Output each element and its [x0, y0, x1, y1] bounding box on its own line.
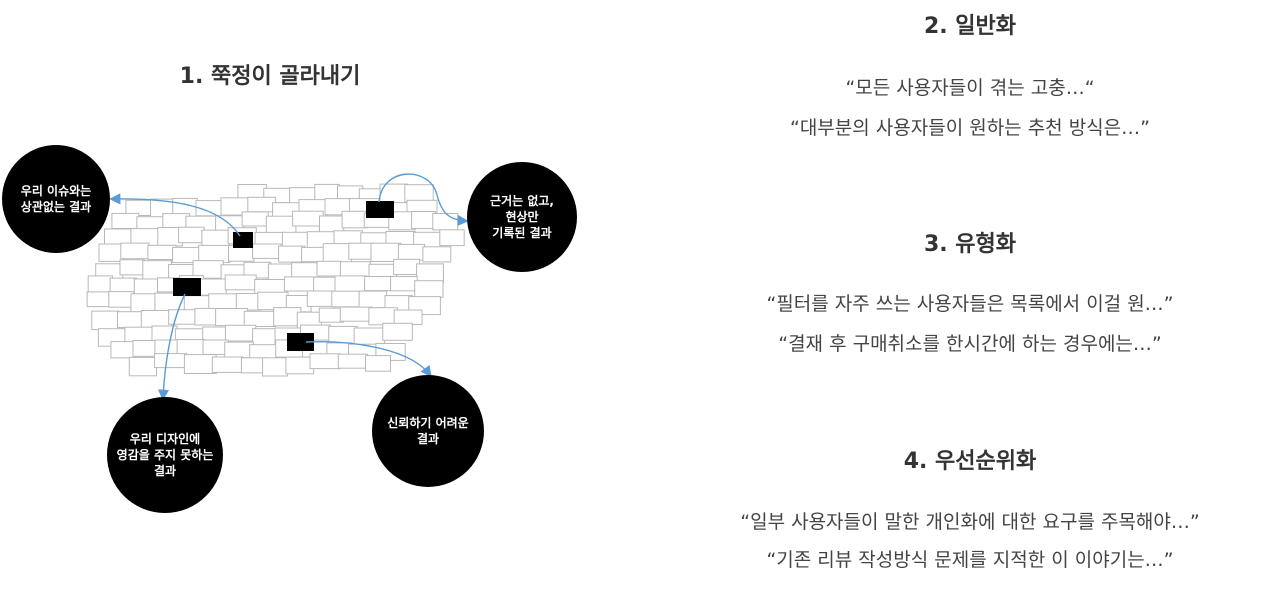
sticky-note — [208, 293, 239, 311]
sticky-note — [393, 309, 423, 325]
unsupported-results-label: 근거는 없고, 현상만 기록된 결과 — [490, 193, 554, 241]
sticky-note — [215, 308, 248, 327]
arrow-to-bottom-left — [157, 293, 186, 401]
sticky-note — [283, 276, 317, 292]
sticky-note — [140, 310, 173, 328]
sticky-note — [109, 277, 138, 294]
sticky-note — [86, 291, 113, 308]
sticky-note — [364, 276, 395, 292]
sticky-note — [211, 356, 244, 373]
selected-note — [287, 333, 314, 351]
sticky-note — [339, 306, 373, 322]
sticky-note — [108, 291, 135, 308]
sticky-note — [318, 307, 344, 323]
section2-quote-1: “모든 사용자들이 겪는 고충…“ — [845, 77, 1095, 99]
sticky-note — [176, 339, 206, 356]
unsupported-results-circle: 근거는 없고, 현상만 기록된 결과 — [467, 162, 577, 272]
sticky-note — [241, 211, 269, 227]
arrow-to-top-left — [109, 193, 241, 237]
sticky-note — [183, 354, 217, 375]
uninspiring-results-circle: 우리 디자인에 영감을 주지 못하는 결과 — [107, 397, 223, 513]
sticky-note — [252, 243, 282, 259]
sticky-note — [322, 243, 353, 263]
section4-quote-1: “일부 사용자들이 말한 개인화에 대한 요구를 주목해야…” — [740, 511, 1200, 533]
sticky-note — [142, 260, 173, 281]
selected-note — [173, 278, 201, 296]
sticky-note — [414, 280, 444, 298]
section4-title: 4. 우선순위화 — [903, 449, 1037, 474]
sticky-note — [224, 341, 254, 359]
section1-title: 1. 쭉정이 골라내기 — [179, 64, 361, 89]
section3-quote-1: “필터를 자주 쓰는 사용자들은 목록에서 이걸 원…” — [766, 293, 1174, 315]
sticky-note — [198, 244, 231, 263]
sticky-note — [110, 341, 137, 359]
sticky-note — [404, 184, 434, 203]
sticky-note — [393, 258, 421, 275]
sticky-note — [130, 293, 158, 313]
sticky-note — [199, 278, 227, 296]
sticky-note — [439, 229, 465, 247]
selected-note — [233, 232, 253, 248]
section3-title: 3. 유형화 — [923, 232, 1017, 257]
sticky-note — [278, 245, 306, 263]
sticky-note — [337, 353, 369, 369]
arrow-to-bottom-right — [305, 341, 432, 378]
sticky-note — [370, 242, 402, 262]
sticky-note — [128, 356, 158, 377]
sticky-note — [178, 226, 205, 244]
section2-title: 2. 일반화 — [923, 14, 1017, 39]
sticky-note — [154, 353, 187, 369]
sticky-note — [306, 290, 335, 307]
sticky-note — [91, 310, 120, 331]
sticky-note — [117, 311, 146, 329]
sticky-notes-group — [86, 183, 465, 377]
sticky-note — [224, 324, 257, 342]
sticky-note — [147, 244, 177, 261]
sticky-note — [243, 310, 277, 327]
sticky-note — [316, 260, 343, 277]
uninspiring-results-label: 우리 디자인에 영감을 주지 못하는 결과 — [116, 431, 214, 479]
sticky-note — [309, 353, 341, 370]
sticky-note — [120, 242, 150, 260]
sticky-note — [87, 275, 114, 293]
sticky-note — [341, 210, 368, 229]
sticky-note — [319, 215, 345, 234]
sticky-note — [257, 291, 289, 311]
sticky-note — [432, 213, 459, 231]
sticky-note — [224, 274, 257, 291]
sticky-note — [368, 307, 398, 326]
selected-note — [366, 201, 394, 218]
sticky-note — [390, 276, 418, 292]
sticky-note — [397, 243, 426, 261]
sticky-note — [265, 215, 297, 234]
sticky-note — [334, 275, 368, 294]
arrow-to-top-right — [378, 173, 469, 227]
section2-quote-2: “대부분의 사용자들이 원하는 추천 방식은…” — [789, 117, 1150, 139]
sticky-note — [201, 229, 230, 247]
sticky-note — [168, 309, 199, 325]
section4-quote-2: “기존 리뷰 작성방식 문제를 지적한 이 이야기는…” — [766, 549, 1174, 571]
sticky-note — [358, 290, 388, 309]
unreliable-results-circle: 신뢰하기 어려운 결과 — [372, 375, 484, 487]
sticky-note — [111, 212, 140, 229]
sticky-note — [301, 246, 327, 263]
sticky-note — [422, 246, 452, 263]
section3-quote-2: “결재 후 구매취소를 한시간에 하는 경우에는…” — [778, 333, 1162, 355]
irrelevant-results-label: 우리 이슈와는 상관없는 결과 — [20, 183, 92, 214]
sticky-note — [292, 210, 324, 227]
irrelevant-results-circle: 우리 이슈와는 상관없는 결과 — [2, 145, 110, 253]
sticky-note — [247, 196, 276, 213]
sticky-note — [382, 322, 413, 341]
unreliable-results-label: 신뢰하기 어려운 결과 — [387, 415, 469, 446]
sticky-note — [331, 290, 363, 308]
sticky-note — [411, 211, 437, 230]
sticky-note — [416, 263, 444, 284]
sticky-note — [262, 357, 289, 377]
sticky-note — [365, 355, 391, 372]
selected-notes-group — [173, 201, 394, 351]
sticky-note — [119, 259, 146, 276]
